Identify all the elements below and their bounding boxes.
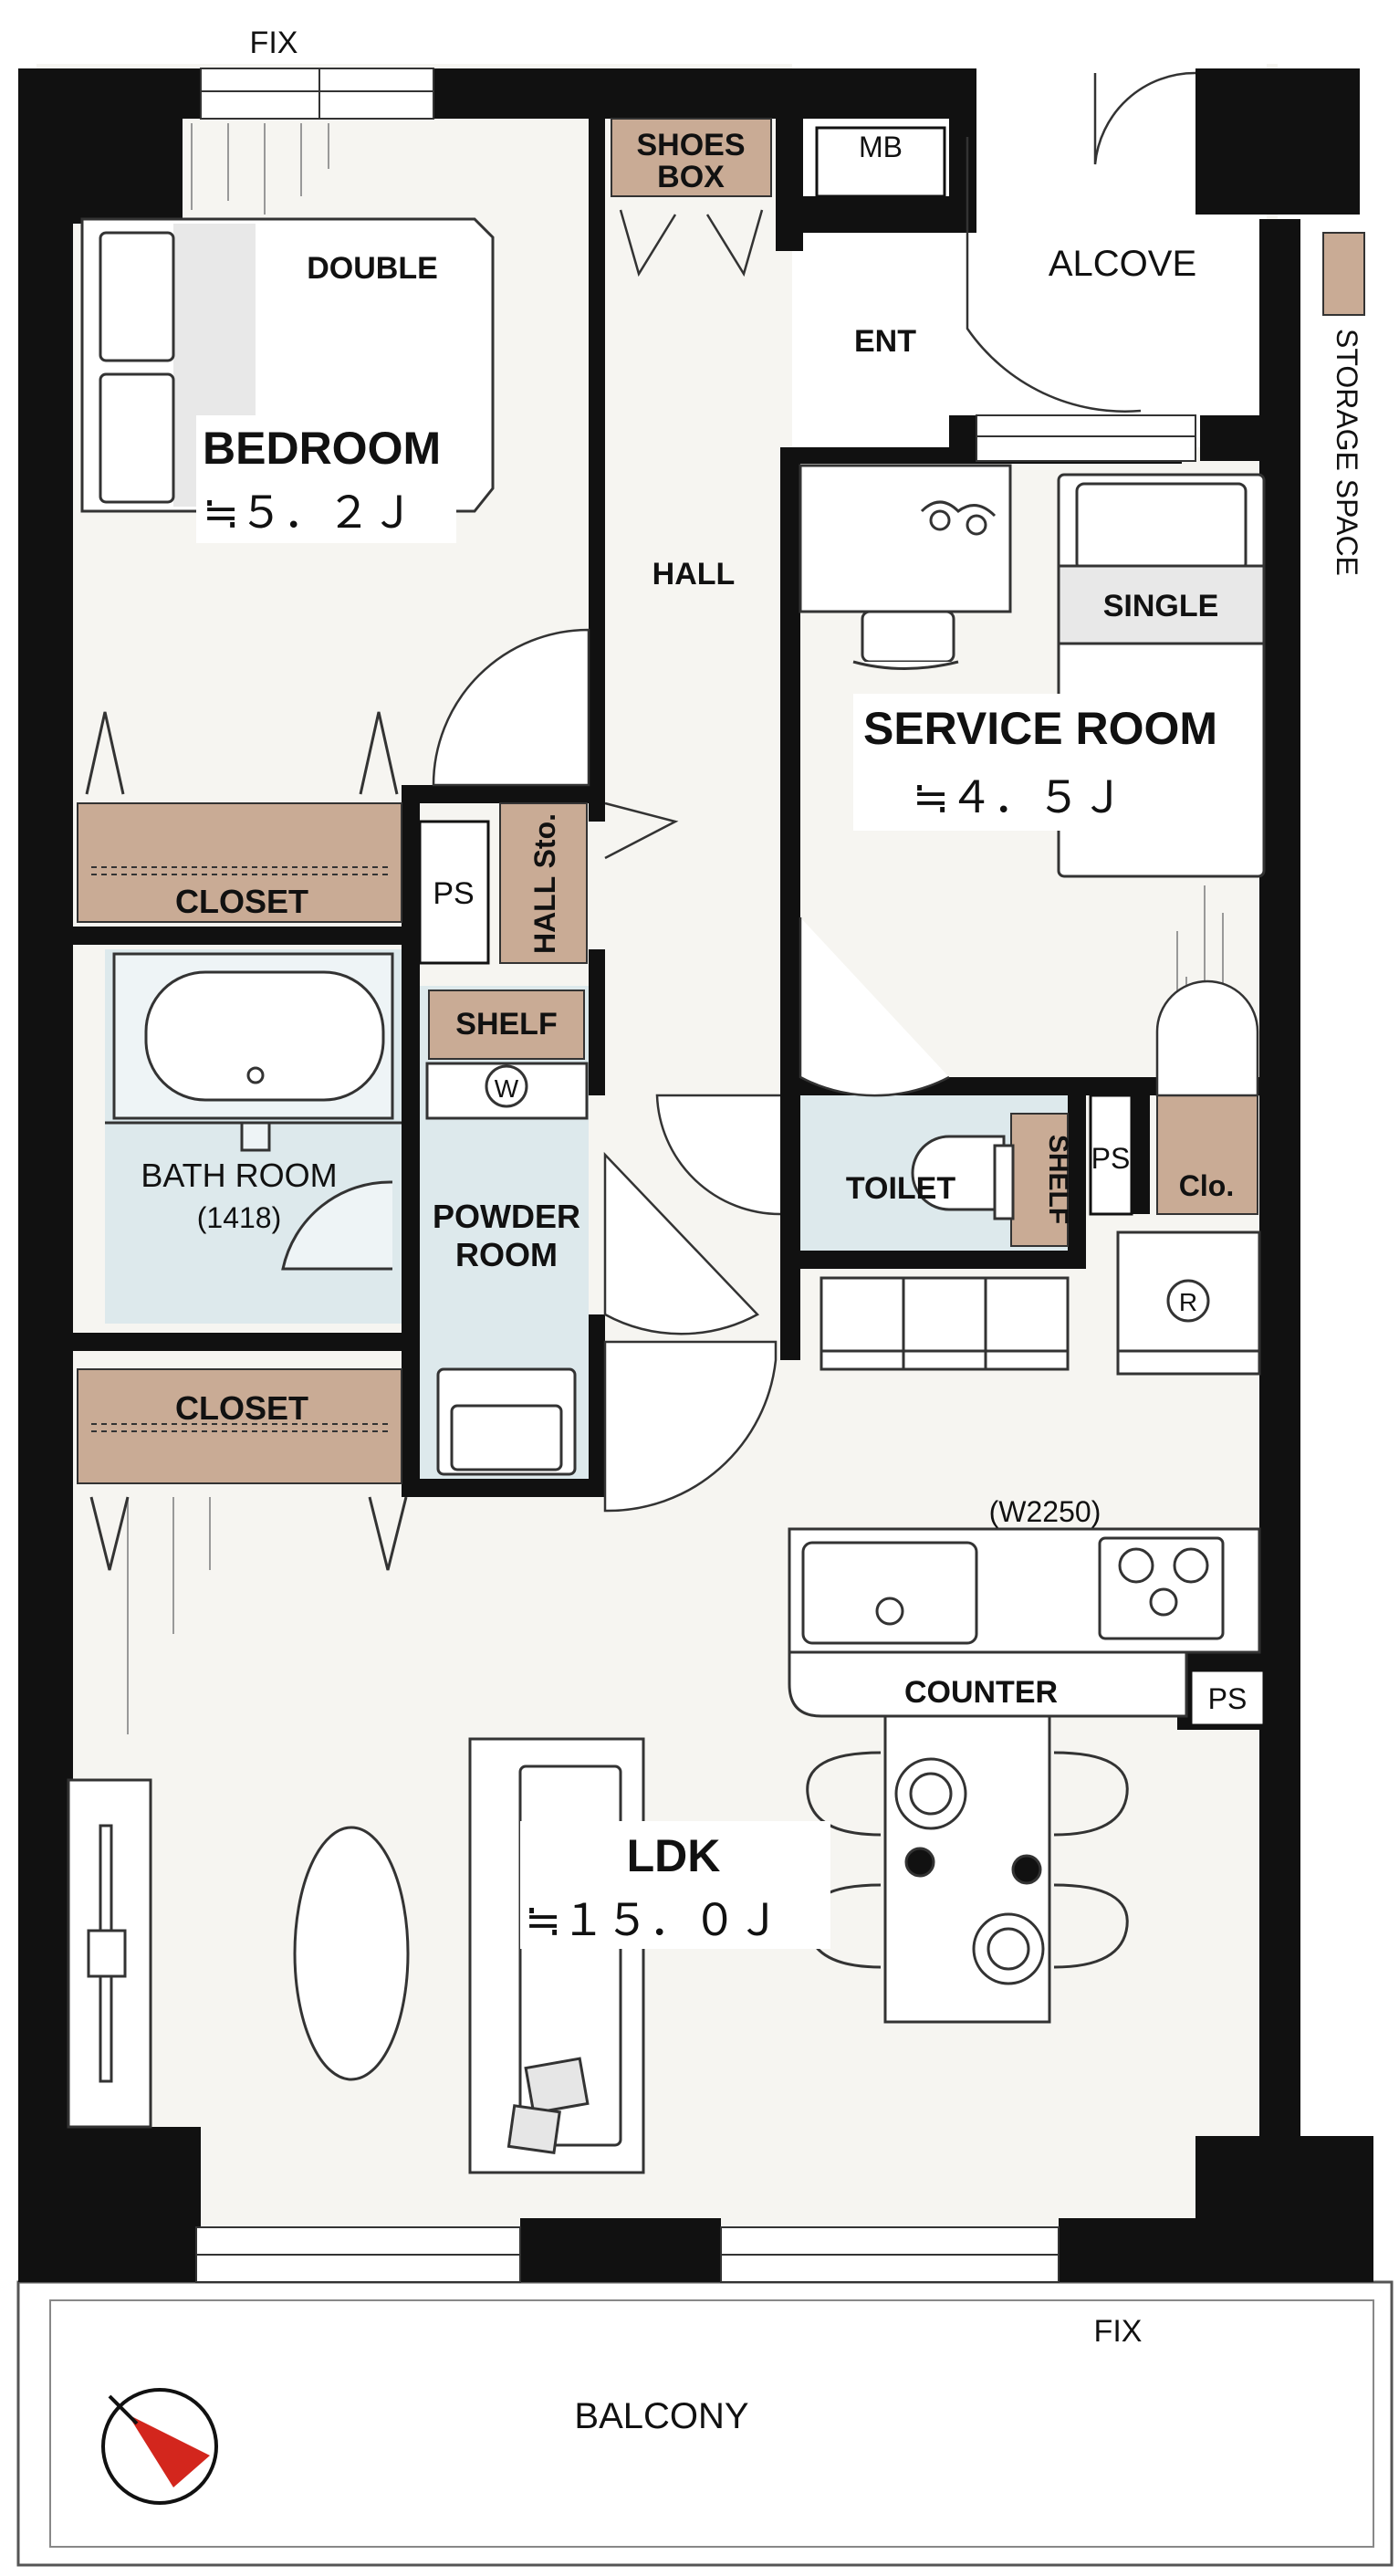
- double-bed-label: DOUBLE: [307, 251, 438, 286]
- washer-label: W: [495, 1074, 519, 1103]
- ps-box-2: [1089, 1094, 1133, 1216]
- fix-bottom-label: FIX: [1094, 2314, 1143, 2349]
- fix-top-label: FIX: [250, 26, 298, 60]
- ps-box-1: [418, 820, 490, 965]
- mb-label: MB: [859, 131, 903, 163]
- washer-icon: [485, 1064, 528, 1108]
- compass-icon: [101, 2388, 218, 2505]
- toilet-label: TOILET: [846, 1171, 955, 1206]
- rug: [293, 1826, 410, 2081]
- desk: [799, 464, 1012, 670]
- closet-lower: [77, 1368, 402, 1484]
- shelf-powder: [428, 990, 585, 1060]
- tv-board: [67, 1778, 152, 2129]
- sofa: [468, 1737, 645, 2174]
- bath-room-label: BATH ROOM: [141, 1157, 337, 1194]
- balcony: [16, 2280, 1394, 2567]
- ent-label: ENT: [854, 324, 916, 359]
- bedroom-size: ≒５．２Ｊ: [203, 487, 414, 539]
- hall-storage: [499, 802, 588, 964]
- service-room-size: ≒４．５Ｊ: [913, 772, 1124, 823]
- windows: [195, 68, 1196, 2283]
- powder-room-label-1: POWDER: [433, 1198, 580, 1235]
- shoes-box: [611, 118, 772, 197]
- hall-storage-label: HALL Sto.: [528, 813, 561, 954]
- powder-room-label-2: ROOM: [455, 1236, 558, 1273]
- fridge-label: R: [1179, 1288, 1197, 1316]
- shelf-toilet: [1010, 1113, 1069, 1247]
- clo-label: Clo.: [1179, 1169, 1234, 1202]
- storage-blocks: [77, 118, 1365, 1484]
- shelf-powder-label: SHELF: [455, 1007, 557, 1042]
- ps-label-3: PS: [1208, 1682, 1248, 1715]
- counter-label: COUNTER: [904, 1675, 1058, 1710]
- closet-lower-label: CLOSET: [175, 1389, 308, 1427]
- storage-space-label: STORAGE SPACE: [1331, 329, 1363, 576]
- shoes-box-label-1: SHOES: [636, 128, 745, 162]
- bathtub: [105, 952, 402, 1271]
- storage-space-legend: [1322, 232, 1365, 316]
- bath-room-size: (1418): [197, 1201, 282, 1234]
- alcove-label: ALCOVE: [1049, 244, 1196, 284]
- ldk-size: ≒１５．０Ｊ: [525, 1895, 780, 1946]
- ps-label-1: PS: [433, 876, 474, 911]
- shoes-box-label-2: BOX: [657, 160, 725, 194]
- shelf-toilet-label: SHELF: [1043, 1135, 1073, 1224]
- closet-upper: [77, 802, 402, 923]
- closet-upper-label: CLOSET: [175, 883, 308, 920]
- mb-box: [815, 126, 946, 198]
- dining-set: [806, 1714, 1129, 2024]
- ps-box-3: [1189, 1669, 1266, 1727]
- fridge-icon: [1166, 1279, 1210, 1323]
- walls: [18, 68, 1373, 2282]
- service-room-label: SERVICE ROOM: [863, 703, 1217, 754]
- hall-label: HALL: [653, 557, 736, 592]
- bedroom-label: BEDROOM: [203, 423, 441, 474]
- ps-label-2: PS: [1091, 1142, 1131, 1175]
- single-bed-label: SINGLE: [1103, 589, 1219, 623]
- doors: [432, 71, 1259, 1513]
- balcony-label: BALCONY: [574, 2396, 748, 2436]
- toilet-fixture: [911, 1135, 1015, 1220]
- upper-cabinets: [820, 1276, 1070, 1371]
- ldk-label: LDK: [627, 1830, 721, 1881]
- kitchen-width-label: (W2250): [989, 1495, 1101, 1528]
- kitchen-counter: [788, 1527, 1261, 1718]
